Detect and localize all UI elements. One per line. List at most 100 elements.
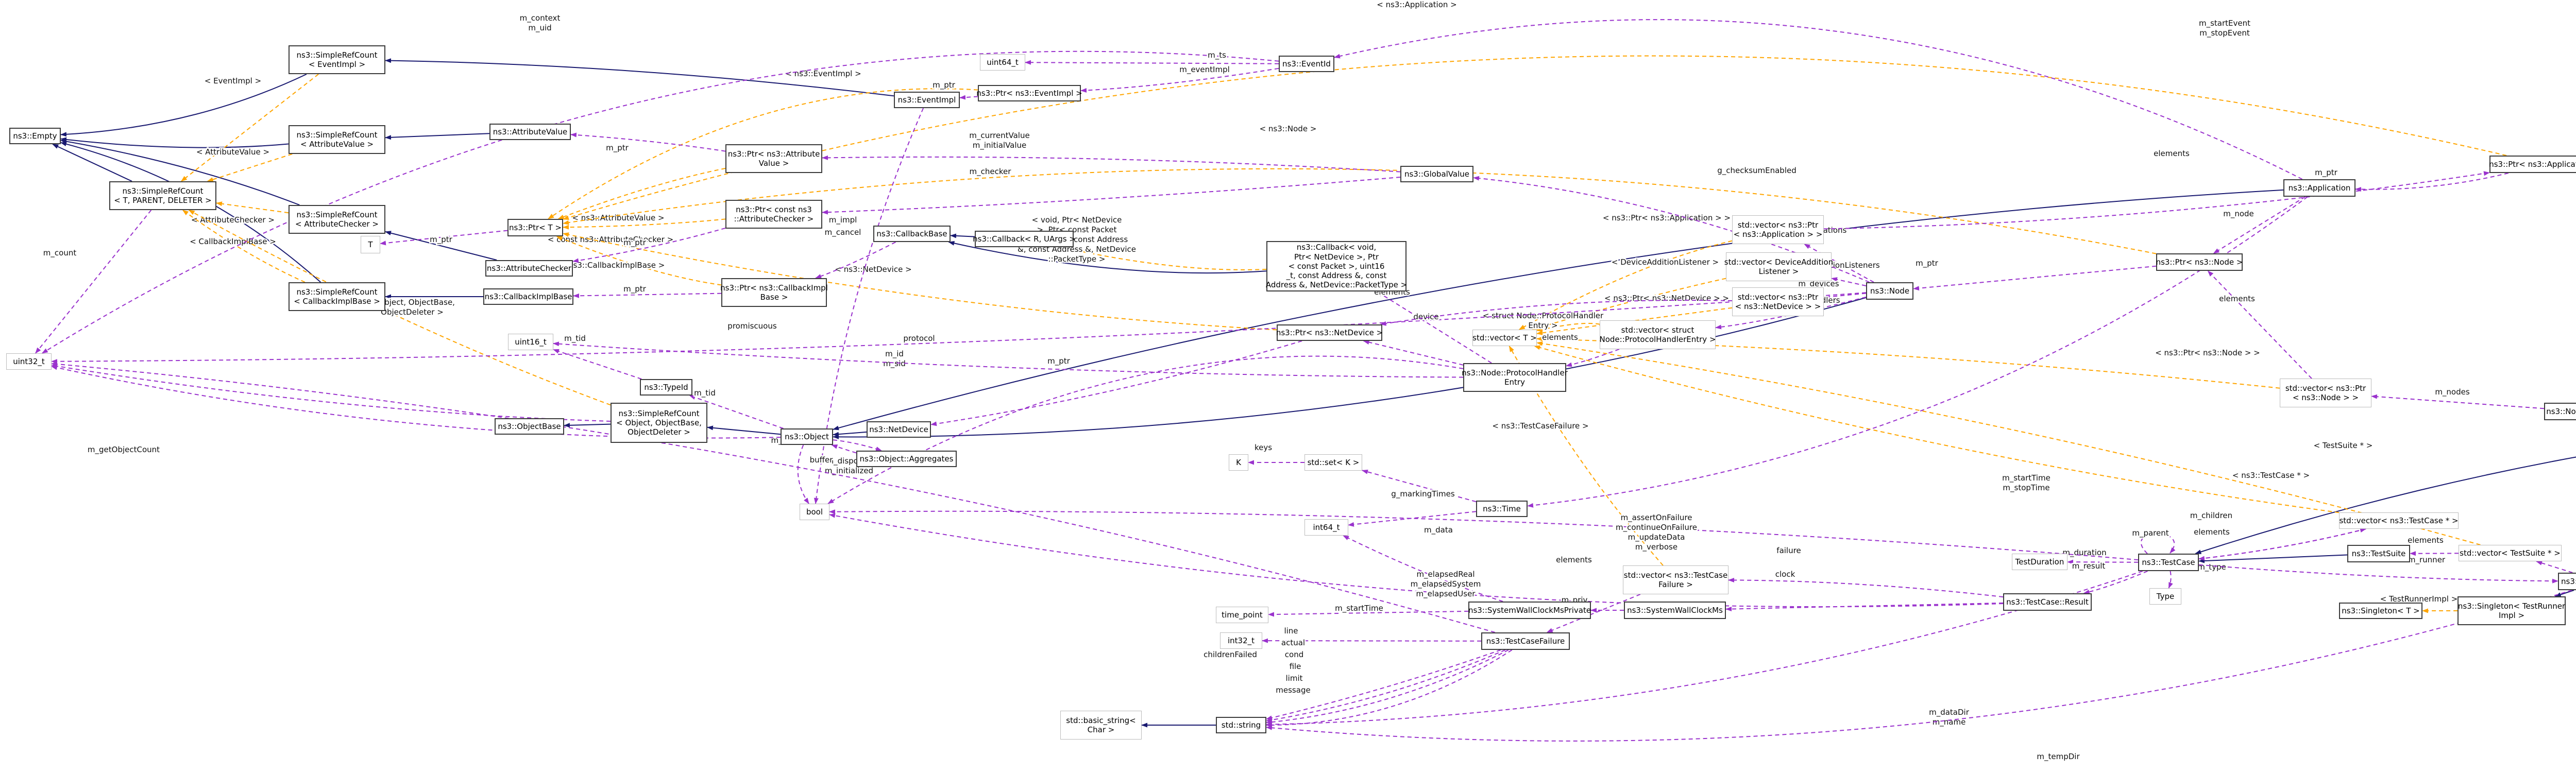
edge-label-testrunnerimpl-stdstring: m_tempDir [2037, 752, 2080, 762]
node-netdevice[interactable]: ns3::NetDevice [867, 421, 931, 438]
node-ptr_cib[interactable]: ns3::Ptr< ns3::CallbackImpl Base > [720, 278, 828, 307]
node-node[interactable]: ns3::Node [1866, 282, 1913, 300]
node-stdstring[interactable]: std::string [1216, 717, 1266, 733]
edge-eventid-uint64 [1025, 60, 1279, 65]
edge-testrunnerimpl-stdstring [1266, 590, 2572, 742]
edge-callback_void-callbackbase [948, 241, 1267, 274]
edge-label-result-vector_tcf: failure [1776, 546, 1801, 555]
edge-label-ptr_netdevice-netdevice: m_ptr [1047, 356, 1071, 366]
node-globalvalue[interactable]: ns3::GlobalValue [1400, 166, 1473, 182]
node-type_box: Type [2149, 588, 2181, 605]
edge-testcase-testrunnerimpl [2198, 564, 2558, 583]
node-phe[interactable]: ns3::Node::ProtocolHandler Entry [1462, 363, 1568, 392]
node-vector_dal: std::vector< DeviceAddition Listener > [1724, 252, 1833, 281]
edge-callback_generic-callbackbase [950, 233, 975, 238]
edge-label-time_box-int64: m_data [1424, 525, 1453, 535]
edge-label-testcasefailure-stdstring: message [1276, 685, 1310, 695]
node-ptr_constattrchecker[interactable]: ns3::Ptr< const ns3 ::AttributeChecker > [725, 200, 822, 229]
edge-node-vector_dal [1831, 277, 1867, 286]
node-ptr_t[interactable]: ns3::Ptr< T > [507, 219, 563, 236]
node-src_tpd[interactable]: ns3::SimpleRefCount < T, PARENT, DELETER… [109, 181, 216, 210]
node-aggregates[interactable]: ns3::Object::Aggregates [856, 451, 957, 467]
node-t_box: T [361, 236, 380, 253]
node-vector_nd: std::vector< ns3::Ptr < ns3::NetDevice >… [1732, 287, 1824, 316]
edge-syswallclockprivate-timepoint [1268, 610, 1469, 617]
edge-vector_app-stdvector_t [1518, 240, 1733, 330]
edge-label-ptr_constattrchecker-ptr_t: < const ns3::AttributeChecker > [548, 235, 673, 244]
edge-label-testcase-testcase: m_parent [2132, 528, 2168, 538]
node-typeid_box[interactable]: ns3::TypeId [640, 379, 692, 396]
node-ptr_app[interactable]: ns3::Ptr< ns3::Application > [2489, 156, 2576, 173]
node-src_eventimpl[interactable]: ns3::SimpleRefCount < EventImpl > [289, 45, 385, 74]
edge-label-phe-ptr_netdevice: device [1413, 312, 1438, 321]
node-syswallclock[interactable]: ns3::SystemWallClockMs [1624, 602, 1726, 619]
edge-label-eventid-uint64: m_ts [1208, 50, 1226, 60]
edge-vector_phe-phe [1566, 349, 1620, 367]
edge-label-nodecontainer-vector_ptrnode: m_nodes [2435, 387, 2470, 397]
edge-vector_tcf-testcasefailure [1546, 594, 1641, 633]
node-eventimpl[interactable]: ns3::EventImpl [894, 92, 960, 108]
edge-testcase-stdstring [1266, 571, 2143, 727]
edge-testsuite-testcase [2198, 554, 2348, 563]
node-src_cib[interactable]: ns3::SimpleRefCount < CallbackImplBase > [289, 282, 385, 311]
edge-testcase-result [2083, 571, 2148, 594]
node-ptr_node[interactable]: ns3::Ptr< ns3::Node > [2156, 253, 2243, 271]
edge-label-ptr_app-application: m_ptr [2315, 168, 2338, 178]
node-empty[interactable]: ns3::Empty [9, 128, 61, 144]
node-src_attrvalue[interactable]: ns3::SimpleRefCount < AttributeValue > [289, 125, 385, 154]
node-syswallclockprivate[interactable]: ns3::SystemWallClockMsPrivate [1468, 602, 1591, 619]
edge-label-vector_app-ptr_app: elements [2154, 149, 2190, 158]
node-nodecontainer[interactable]: ns3::NodeContainer [2544, 403, 2576, 420]
edge-object-typeid_box [689, 395, 784, 429]
edge-vector_testcaseptr-stdvector_t [1534, 345, 2340, 513]
node-ptr_attrvalue[interactable]: ns3::Ptr< ns3::Attribute Value > [725, 144, 822, 173]
node-attrchecker[interactable]: ns3::AttributeChecker [485, 260, 573, 277]
edge-netdevice-object [833, 431, 867, 437]
node-src_ood[interactable]: ns3::SimpleRefCount < Object, ObjectBase… [611, 403, 707, 443]
node-uint64: uint64_t [980, 54, 1025, 71]
node-callbackbase[interactable]: ns3::CallbackBase [873, 226, 951, 242]
node-cib[interactable]: ns3::CallbackImplBase [483, 288, 573, 305]
edge-label-singleton_tri-singleton_t: < TestRunnerImpl > [2380, 594, 2458, 604]
node-result[interactable]: ns3::TestCase::Result [2003, 593, 2092, 611]
node-stdvector_t: std::vector< T > [1472, 330, 1537, 346]
edge-testcasefailure-stdstring [1266, 649, 1506, 723]
edge-callbackbase-ptr_cib [815, 242, 896, 279]
node-testcase[interactable]: ns3::TestCase [2138, 554, 2199, 571]
node-objectbase[interactable]: ns3::ObjectBase [495, 418, 564, 435]
node-testsuite[interactable]: ns3::TestSuite [2347, 545, 2410, 562]
node-src_attrchecker[interactable]: ns3::SimpleRefCount < AttributeChecker > [289, 205, 385, 234]
edge-label-vector_app-stdvector_t: < ns3::Ptr< ns3::Application > > [1603, 213, 1731, 222]
node-ptr_eventimpl[interactable]: ns3::Ptr< ns3::EventImpl > [976, 85, 1082, 101]
node-application[interactable]: ns3::Application [2283, 179, 2355, 197]
edge-ptr_eventimpl-eventimpl [959, 95, 979, 100]
node-callback_generic[interactable]: ns3::Callback< R, UArgs > [973, 231, 1076, 247]
edge-label-src_cib-src_tpd: < CallbackImplBase > [190, 237, 276, 246]
edge-label-vector_testsuiteptr-testsuite: elements [2408, 536, 2444, 545]
edge-label-phe-bool_box: promiscuous [727, 321, 777, 331]
node-ptr_netdevice[interactable]: ns3::Ptr< ns3::NetDevice > [1276, 324, 1383, 341]
node-object[interactable]: ns3::Object [781, 428, 833, 445]
edge-attrchecker-src_attrchecker [385, 231, 497, 261]
node-attrvalue[interactable]: ns3::AttributeValue [489, 124, 571, 140]
node-time_box[interactable]: ns3::Time [1476, 501, 1528, 517]
edge-label-ptr_node-ptr_t: < ns3::Node > [1260, 124, 1317, 133]
node-set_k: std::set< K > [1304, 454, 1362, 471]
node-testcasefailure[interactable]: ns3::TestCaseFailure [1481, 632, 1570, 650]
edge-ptr_constattrchecker-ptr_t [563, 218, 726, 230]
edge-eventimpl-bool_box [814, 108, 924, 504]
edge-label-src_attrchecker-src_tpd: < AttributeChecker > [191, 215, 275, 225]
node-singleton_tri[interactable]: ns3::Singleton< TestRunner Impl > [2458, 596, 2566, 625]
edge-src_attrvalue-empty [60, 137, 289, 148]
edge-label-ptr_cib-ptr_t: < ns3::CallbackImplBase > [560, 261, 665, 270]
edge-label-syswallclockprivate-timepoint: m_startTime [1335, 604, 1383, 613]
node-testrunnerimpl[interactable]: ns3::TestRunnerImpl [2558, 573, 2576, 590]
edge-label-vector_phe-phe: elements [1542, 333, 1578, 342]
node-eventid[interactable]: ns3::EventId [1279, 56, 1334, 72]
node-singleton_t[interactable]: ns3::Singleton< T > [2339, 603, 2422, 619]
edge-label-src_tpd-uint32: m_count [43, 248, 77, 258]
edge-label-set_k-k_box: keys [1255, 443, 1272, 452]
node-vector_tcf: std::vector< ns3::TestCase Failure > [1623, 565, 1728, 594]
node-callback_void[interactable]: ns3::Callback< void, Ptr< NetDevice >, P… [1266, 241, 1407, 291]
